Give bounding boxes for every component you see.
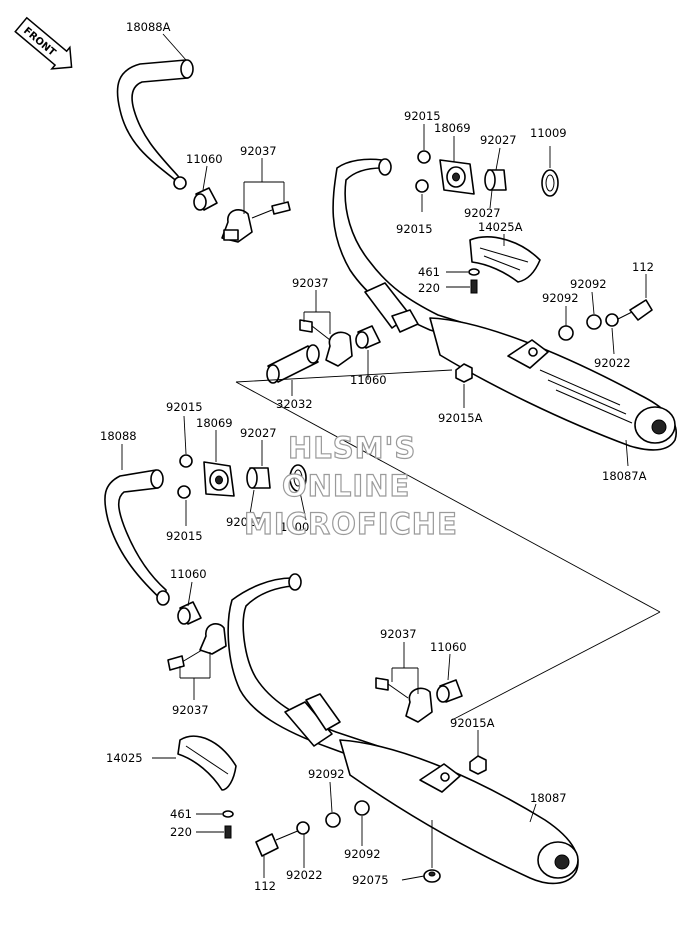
label-11060-a: 11060 [186, 152, 223, 166]
label-11009-b: 11009 [280, 520, 317, 534]
label-92037-c: 92037 [172, 703, 209, 717]
nut-92015-b [415, 179, 429, 193]
flange-18069-a [439, 159, 475, 195]
label-32032: 32032 [276, 397, 313, 411]
label-18069-b: 18069 [196, 416, 233, 430]
rubber-92075 [423, 869, 441, 883]
connector-pipe-a [355, 282, 419, 349]
label-92015A-b: 92015A [450, 716, 495, 730]
nut-92015-d [177, 485, 191, 499]
muffler-18087A [332, 158, 677, 451]
nut-92015A-a [455, 363, 473, 383]
label-461-b: 461 [170, 807, 192, 821]
label-92015-a: 92015 [404, 109, 441, 123]
watermark: HLSM'S ONLINE MICROFICHE [243, 430, 458, 541]
label-11060-d: 11060 [430, 640, 467, 654]
label-461-a: 461 [418, 265, 440, 279]
washer-461-b [222, 810, 234, 818]
leader-lines [121, 33, 647, 881]
connector-pipe-b [284, 693, 341, 747]
clamp-92037-d [375, 677, 433, 723]
label-18088A: 18088A [126, 20, 171, 34]
label-92037-b: 92037 [292, 276, 329, 290]
watermark-line-1: HLSM'S [288, 431, 416, 465]
heat-shield-14025 [177, 735, 237, 791]
front-direction-badge: FRONT [14, 16, 73, 70]
label-92037-d: 92037 [380, 627, 417, 641]
label-92027-d: 92027 [226, 515, 263, 529]
label-11009-a: 11009 [530, 126, 567, 140]
clamp-92037-b [299, 319, 353, 367]
watermark-line-2: ONLINE [282, 469, 410, 503]
washer-92022-a [605, 313, 619, 327]
divider-line-c [451, 611, 661, 721]
spacer-92092-b [558, 325, 574, 341]
label-92092-d: 92092 [344, 847, 381, 861]
gasket-11009-a [541, 169, 559, 197]
pipe-32032 [266, 344, 320, 384]
label-92092-a: 92092 [570, 277, 607, 291]
collar-11060-c [177, 601, 202, 625]
nut-92015-c [179, 454, 193, 468]
washer-461-a [468, 268, 480, 276]
label-112-b: 112 [254, 879, 276, 893]
label-92075: 92075 [352, 873, 389, 887]
label-92027-b: 92027 [464, 206, 501, 220]
nut-92015-a [417, 150, 431, 164]
label-11060-b: 11060 [350, 373, 387, 387]
gasket-11009-b [289, 464, 307, 492]
label-14025A: 14025A [478, 220, 523, 234]
nut-92015A-b [469, 755, 487, 775]
bolt-220-a [470, 279, 478, 294]
divider-line-b [235, 381, 661, 613]
spacer-92092-d [354, 800, 370, 816]
washer-92022-b [296, 821, 310, 835]
label-92022-a: 92022 [594, 356, 631, 370]
gasket-92027-c [246, 467, 271, 489]
label-18088: 18088 [100, 429, 137, 443]
label-92015-c: 92015 [166, 400, 203, 414]
header-pipe-18088 [104, 469, 170, 606]
muffler-18087 [227, 573, 579, 885]
label-92015-d: 92015 [166, 529, 203, 543]
label-112-a: 112 [632, 260, 654, 274]
part-labels: 18088A 11060 92037 92015 18069 92027 110… [100, 20, 654, 893]
bolt-112-a [615, 299, 653, 321]
label-18069-a: 18069 [434, 121, 471, 135]
label-92092-c: 92092 [308, 767, 345, 781]
divider-line-a [235, 369, 453, 383]
label-14025: 14025 [106, 751, 143, 765]
bolt-112-b [255, 829, 301, 857]
label-92037-a: 92037 [240, 144, 277, 158]
gasket-92027-a [484, 169, 507, 191]
spacer-92092-a [586, 314, 602, 330]
collar-11060-d [436, 679, 463, 703]
label-18087: 18087 [530, 791, 567, 805]
label-220-b: 220 [170, 825, 192, 839]
label-92027-c: 92027 [240, 426, 277, 440]
collar-11060-a [193, 187, 218, 211]
label-92092-b: 92092 [542, 291, 579, 305]
label-220-a: 220 [418, 281, 440, 295]
flange-18069-b [203, 461, 235, 497]
label-11060-c: 11060 [170, 567, 207, 581]
spacer-92092-c [325, 812, 341, 828]
clamp-92037-c [167, 623, 227, 671]
label-92015-b: 92015 [396, 222, 433, 236]
label-18087A: 18087A [602, 469, 647, 483]
label-92022-b: 92022 [286, 868, 323, 882]
watermark-line-3: MICROFICHE [244, 507, 458, 541]
label-92015A-a: 92015A [438, 411, 483, 425]
label-92027-a: 92027 [480, 133, 517, 147]
bolt-220-b [224, 825, 232, 839]
heat-shield-14025A [469, 236, 541, 283]
clamp-92037-a [221, 201, 291, 243]
header-pipe-18088A [116, 59, 194, 190]
